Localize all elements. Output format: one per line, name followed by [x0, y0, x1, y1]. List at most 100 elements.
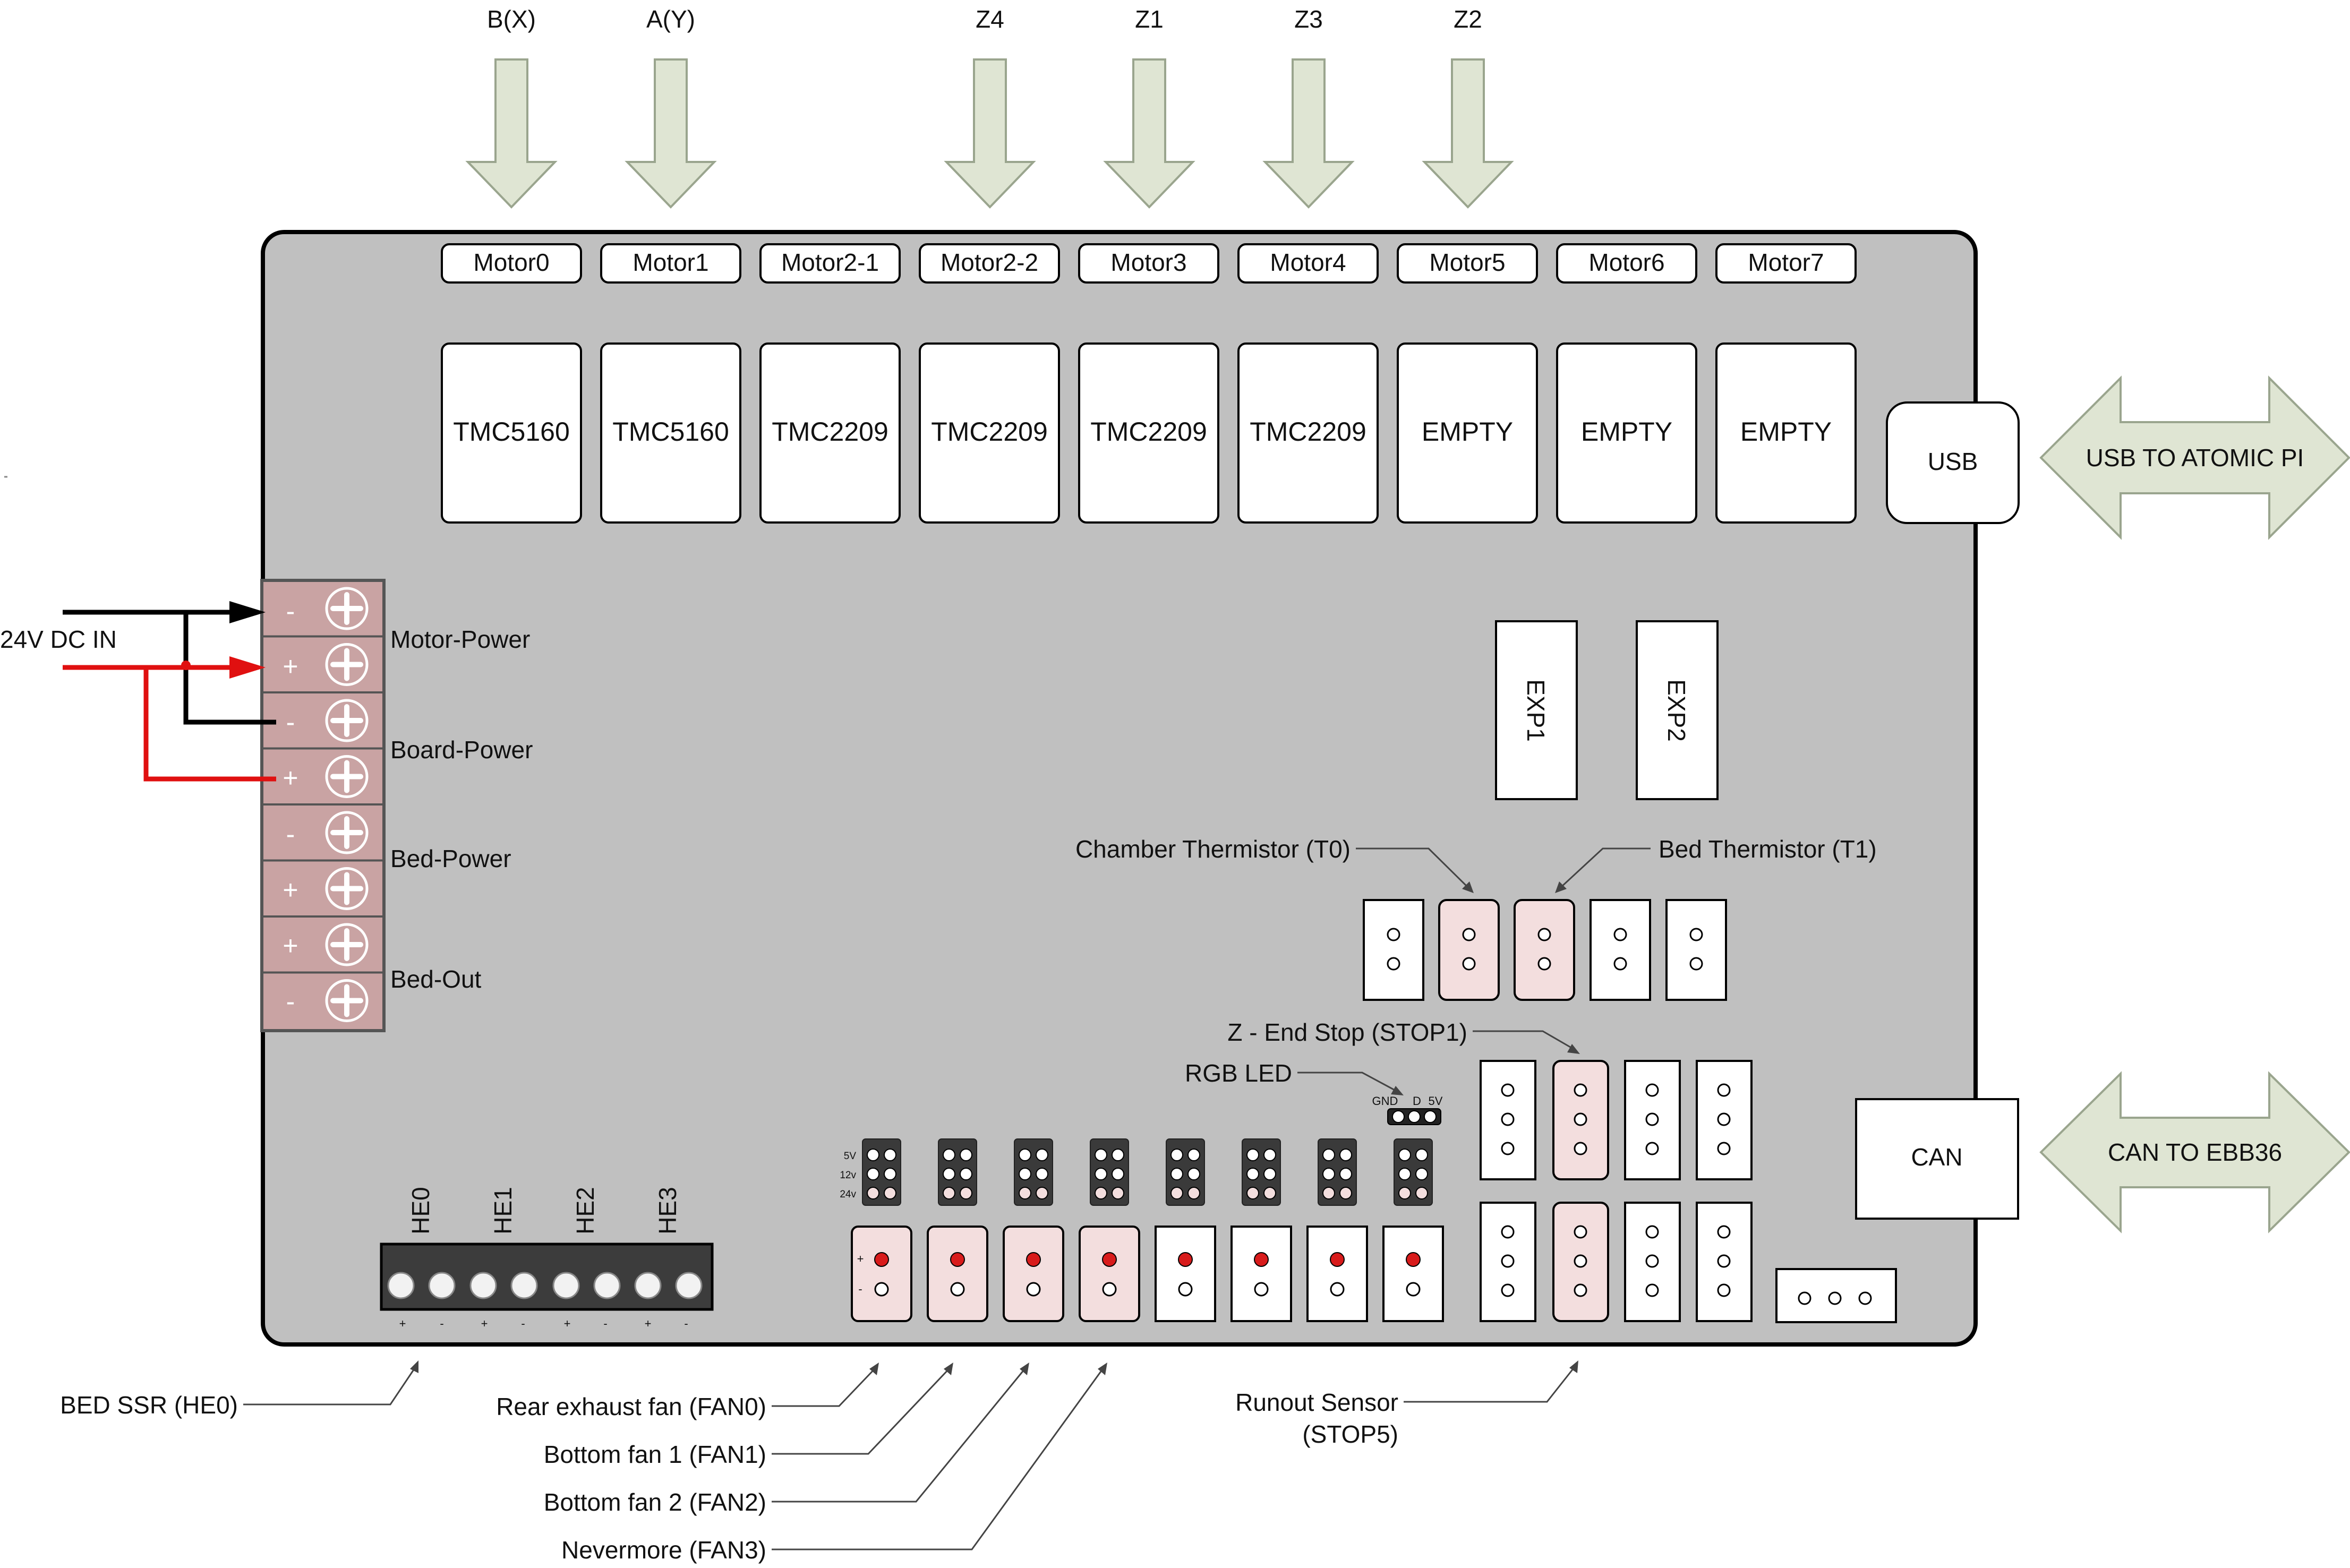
down-arrows: [465, 58, 1514, 209]
power-input-label: 24V DC IN: [0, 626, 117, 653]
pin: [1537, 928, 1551, 941]
z-endstop-label: Z - End Stop (STOP1): [1227, 1018, 1467, 1046]
rgb-pin-label: D: [1413, 1094, 1421, 1108]
red-wire-arrowhead: [229, 656, 266, 679]
motor-label: Motor5: [1429, 249, 1505, 276]
motor-label: Motor3: [1110, 249, 1186, 276]
bed-ssr-leader: [243, 1368, 415, 1406]
terminal-screw: [428, 1272, 456, 1299]
pin: [1717, 1142, 1731, 1155]
terminal-screw: [387, 1272, 415, 1299]
down-arrow: [625, 58, 717, 209]
driver-label: EMPTY: [1422, 417, 1513, 447]
terminal-screw: [469, 1272, 497, 1299]
axis-label: Z4: [976, 5, 1004, 33]
pin: [1717, 1283, 1731, 1297]
screw-slot: [330, 928, 363, 961]
fan-connector: [927, 1226, 988, 1322]
bed-thermistor-label: Bed Thermistor (T1): [1659, 835, 1877, 863]
fan1-leader: [772, 1369, 949, 1455]
runout-arrowhead: [1569, 1360, 1578, 1373]
pin: [884, 1149, 896, 1161]
axis-label: B(X): [487, 5, 536, 33]
pin: [1322, 1187, 1335, 1199]
pin: [867, 1149, 879, 1161]
pin: [1689, 957, 1703, 971]
heater-polarity: +: [481, 1317, 488, 1330]
pin: [1537, 957, 1551, 971]
runout-leader: [1404, 1368, 1574, 1403]
fan1-label: Bottom fan 1 (FAN1): [544, 1441, 766, 1468]
fan-voltage-label: 12v: [840, 1170, 856, 1181]
pin: [1415, 1168, 1428, 1180]
pin: [1424, 1110, 1437, 1123]
pin: [1406, 1282, 1421, 1297]
screw-slot: [330, 984, 363, 1017]
power-polarity: +: [283, 931, 298, 961]
can-port-label: CAN: [1911, 1143, 1962, 1171]
pin: [1019, 1168, 1031, 1180]
fan-connector: [1306, 1226, 1368, 1322]
fan-polarity-mark: +: [857, 1252, 864, 1265]
runout-label-2: (STOP5): [1302, 1420, 1398, 1448]
driver-label: TMC2209: [772, 417, 888, 447]
fan-connector: [1079, 1226, 1140, 1322]
motor-label: Motor0: [473, 249, 549, 276]
axis-label: Z2: [1454, 5, 1482, 33]
thermistor-connector: [1590, 899, 1651, 1001]
bed-leader-arrowhead: [1555, 881, 1567, 893]
screw-slot: [330, 760, 363, 793]
heater-label: HE3: [654, 1187, 681, 1234]
thermistor-connector: [1665, 899, 1727, 1001]
pin: [1717, 1254, 1731, 1268]
down-arrow: [1422, 58, 1514, 209]
driver-label: TMC5160: [612, 417, 729, 447]
pin: [867, 1168, 879, 1180]
power-group-label: Motor-Power: [390, 626, 530, 653]
pin: [874, 1282, 889, 1297]
motor-label: Motor7: [1748, 249, 1824, 276]
endstop-connector: [1480, 1202, 1536, 1322]
pin: [950, 1252, 965, 1267]
pin: [1828, 1291, 1842, 1305]
screw-slot: [330, 816, 363, 849]
fan0-label: Rear exhaust fan (FAN0): [496, 1393, 766, 1420]
pin: [1263, 1149, 1276, 1161]
pin: [1645, 1225, 1659, 1239]
motor-labels: Motor0 Motor1 Motor2-1 Motor2-2 Motor3 M…: [441, 243, 1857, 284]
pin: [1036, 1168, 1048, 1180]
pin: [1263, 1187, 1276, 1199]
pin: [1574, 1142, 1587, 1155]
pin: [1717, 1225, 1731, 1239]
red-wire: [63, 665, 276, 782]
down-arrow: [1262, 58, 1355, 209]
can-connector: CAN: [1855, 1098, 2019, 1220]
black-wire-arrowhead: [229, 601, 266, 623]
pin: [1254, 1252, 1269, 1267]
fan3-label: Nevermore (FAN3): [561, 1536, 766, 1564]
driver-label: TMC2209: [1250, 417, 1366, 447]
driver-label: EMPTY: [1581, 417, 1672, 447]
pin: [1246, 1168, 1259, 1180]
pin: [1387, 957, 1400, 971]
axis-label: A(Y): [646, 5, 695, 33]
usb-arrow-label: USB TO ATOMIC PI: [2086, 444, 2304, 472]
pin: [1112, 1168, 1124, 1180]
down-arrow: [1103, 58, 1195, 209]
bed-ssr-label: BED SSR (HE0): [60, 1391, 238, 1419]
usb-double-arrow: [2039, 375, 2350, 540]
motor-label: Motor2-1: [781, 249, 879, 276]
exp2-header: [1636, 620, 1719, 800]
heater-polarity: +: [399, 1317, 406, 1330]
power-polarity: -: [286, 707, 295, 737]
can-double-arrow: [2039, 1071, 2350, 1233]
rgb-leader-arrowhead: [1391, 1086, 1404, 1095]
pin: [1112, 1149, 1124, 1161]
pin: [1574, 1225, 1587, 1239]
bed-ssr-arrowhead: [410, 1360, 418, 1373]
pin: [1019, 1187, 1031, 1199]
pin: [1036, 1187, 1048, 1199]
pin: [884, 1187, 896, 1199]
pin: [1170, 1187, 1183, 1199]
